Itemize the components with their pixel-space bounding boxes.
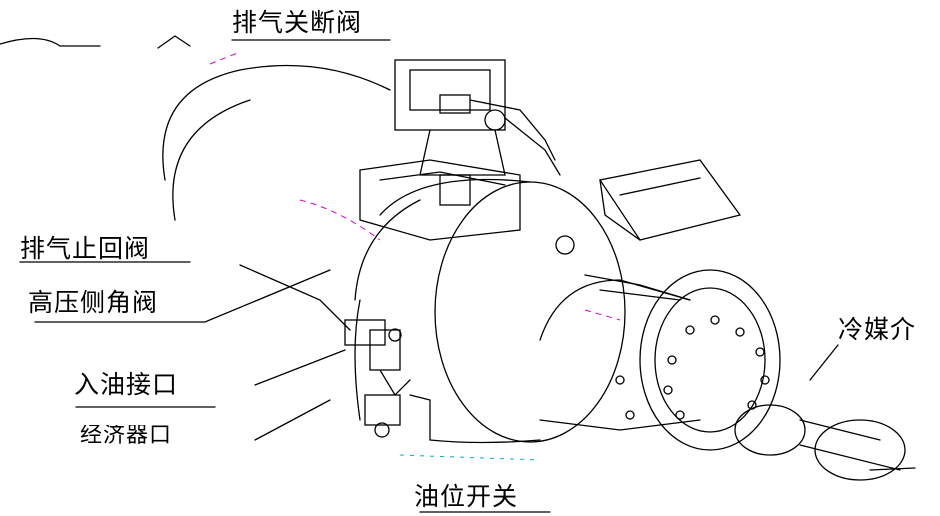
leader-hp-angle <box>34 269 331 323</box>
top-left-tab <box>157 35 191 49</box>
label-refrigerant: 冷媒介 <box>838 315 917 344</box>
left-fittings <box>344 319 431 441</box>
compressor-cylinder <box>354 178 626 444</box>
leader-oil-inlet-diag <box>254 349 346 386</box>
label-high-pressure-angle-valve: 高压侧角阀 <box>28 288 159 317</box>
top-left-curve <box>0 37 101 47</box>
label-exhaust-shutoff-valve: 排气关断阀 <box>232 8 363 37</box>
pipe-arc-inner <box>172 99 251 221</box>
motor-box <box>598 159 742 241</box>
leader-refrigerant <box>809 344 839 381</box>
label-exhaust-check-valve: 排气止回阀 <box>20 234 151 263</box>
shutoff-valve-body <box>394 59 561 176</box>
accent-magenta-1 <box>209 51 241 65</box>
label-oil-inlet-port: 入油接口 <box>74 370 179 399</box>
accent-cyan-1 <box>399 454 541 461</box>
label-oil-level-switch: 油位开关 <box>414 482 519 511</box>
label-economizer-port: 经济器口 <box>80 425 173 445</box>
accent-magenta-3 <box>584 309 621 321</box>
leader-exhaust-check-diag <box>239 264 351 331</box>
pipe-arc <box>162 64 391 181</box>
flange-bolts <box>615 315 770 420</box>
valve-flange <box>359 159 521 241</box>
coupling <box>734 404 916 481</box>
shaft-housing <box>539 269 781 451</box>
accent-magenta-2 <box>299 199 381 241</box>
leader-economizer <box>254 399 331 441</box>
